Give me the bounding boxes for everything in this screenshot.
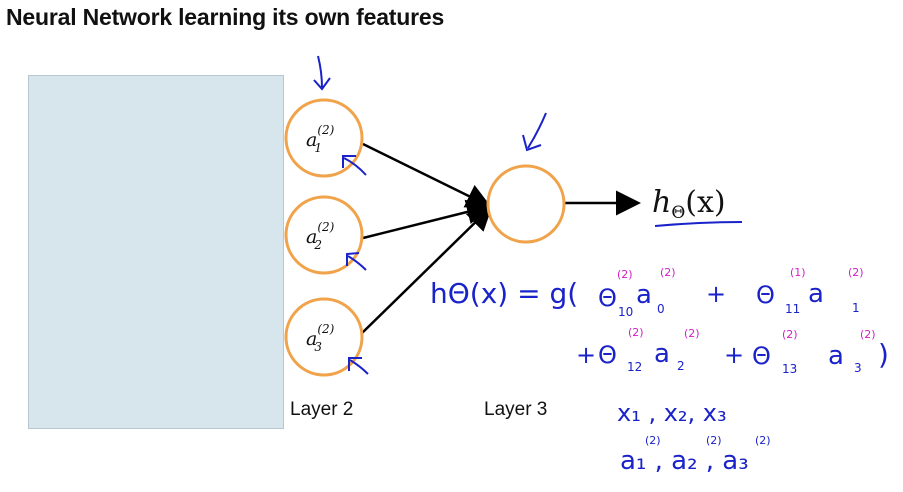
eq-theta11-sup: (1) [790,266,806,279]
pen-arrow-a2-bottom [346,252,367,271]
layer-3-label: Layer 3 [484,399,548,420]
eq-a2-sub: 2 [677,359,685,373]
hidden-input-layer-overlay [28,75,284,429]
eq-theta11-sub: 11 [785,302,800,316]
node-a1-label: a(2)1 [306,123,335,155]
node-a2-label: a(2)2 [306,220,335,252]
hypothesis-underline [654,221,743,227]
slide-title: Neural Network learning its own features [6,4,445,30]
eq-a0-sub: 0 [657,302,665,316]
eq-theta12-sub: 12 [627,360,642,374]
pen-arrow-a1-top [313,55,331,91]
node-a3-label: a(2)3 [306,322,335,354]
eq-theta12-sup: (2) [628,326,644,339]
eq-theta10-sub: 10 [618,305,633,319]
eq-plus3: + [724,341,744,369]
eq-xs: x₁ , x₂, x₃ [617,399,727,427]
node-a3 [284,297,364,377]
eq-a1-sup: (2) [848,266,864,279]
pen-arrow-a1-bottom [342,155,367,176]
eq-a3-sub: 3 [854,361,862,375]
edge-a3-to-output [359,205,493,336]
eq-as-line: a₁ , a₂ , a₃ [620,446,749,476]
eq-a3-sup: (2) [860,328,876,341]
eq-as-sup-1: (2) [645,434,661,447]
node-a1 [284,98,364,178]
eq-a0: a [636,280,652,310]
eq-theta13-sup: (2) [782,328,798,341]
hypothesis-label: hΘ(x) [652,185,726,223]
eq-theta13-sub: 13 [782,362,797,376]
eq-theta10-sup: (2) [617,268,633,281]
eq-theta12: Θ [598,341,617,369]
eq-a1-sub: 1 [852,301,860,315]
eq-as-sup-2: (2) [706,434,722,447]
edge-a2-to-output [362,199,492,240]
eq-plus1: + [706,280,726,308]
eq-a2: a [654,339,670,369]
eq-a2-sup: (2) [684,327,700,340]
eq-theta13: Θ [752,342,771,370]
eq-close: ) [878,338,889,371]
layer-2-label: Layer 2 [290,399,354,420]
edge-a1-to-output [362,142,492,208]
eq-as-sup-3: (2) [755,434,771,447]
eq-theta11: Θ [756,281,775,309]
node-a2 [284,195,364,275]
eq-plus2: + [576,341,596,369]
eq-lhs: hΘ(x) = g( [430,277,578,310]
pen-arrow-output-top [522,112,547,152]
pen-arrow-a3-bottom [348,357,369,375]
eq-theta10: Θ [598,284,617,312]
eq-a3: a [828,341,844,371]
node-output [486,164,566,244]
eq-a0-sup: (2) [660,266,676,279]
handwritten-equation: hΘ(x) = g( Θ (2) 10 a (2) 0 + Θ (1) 11 a… [430,266,889,476]
eq-a1: a [808,279,824,309]
